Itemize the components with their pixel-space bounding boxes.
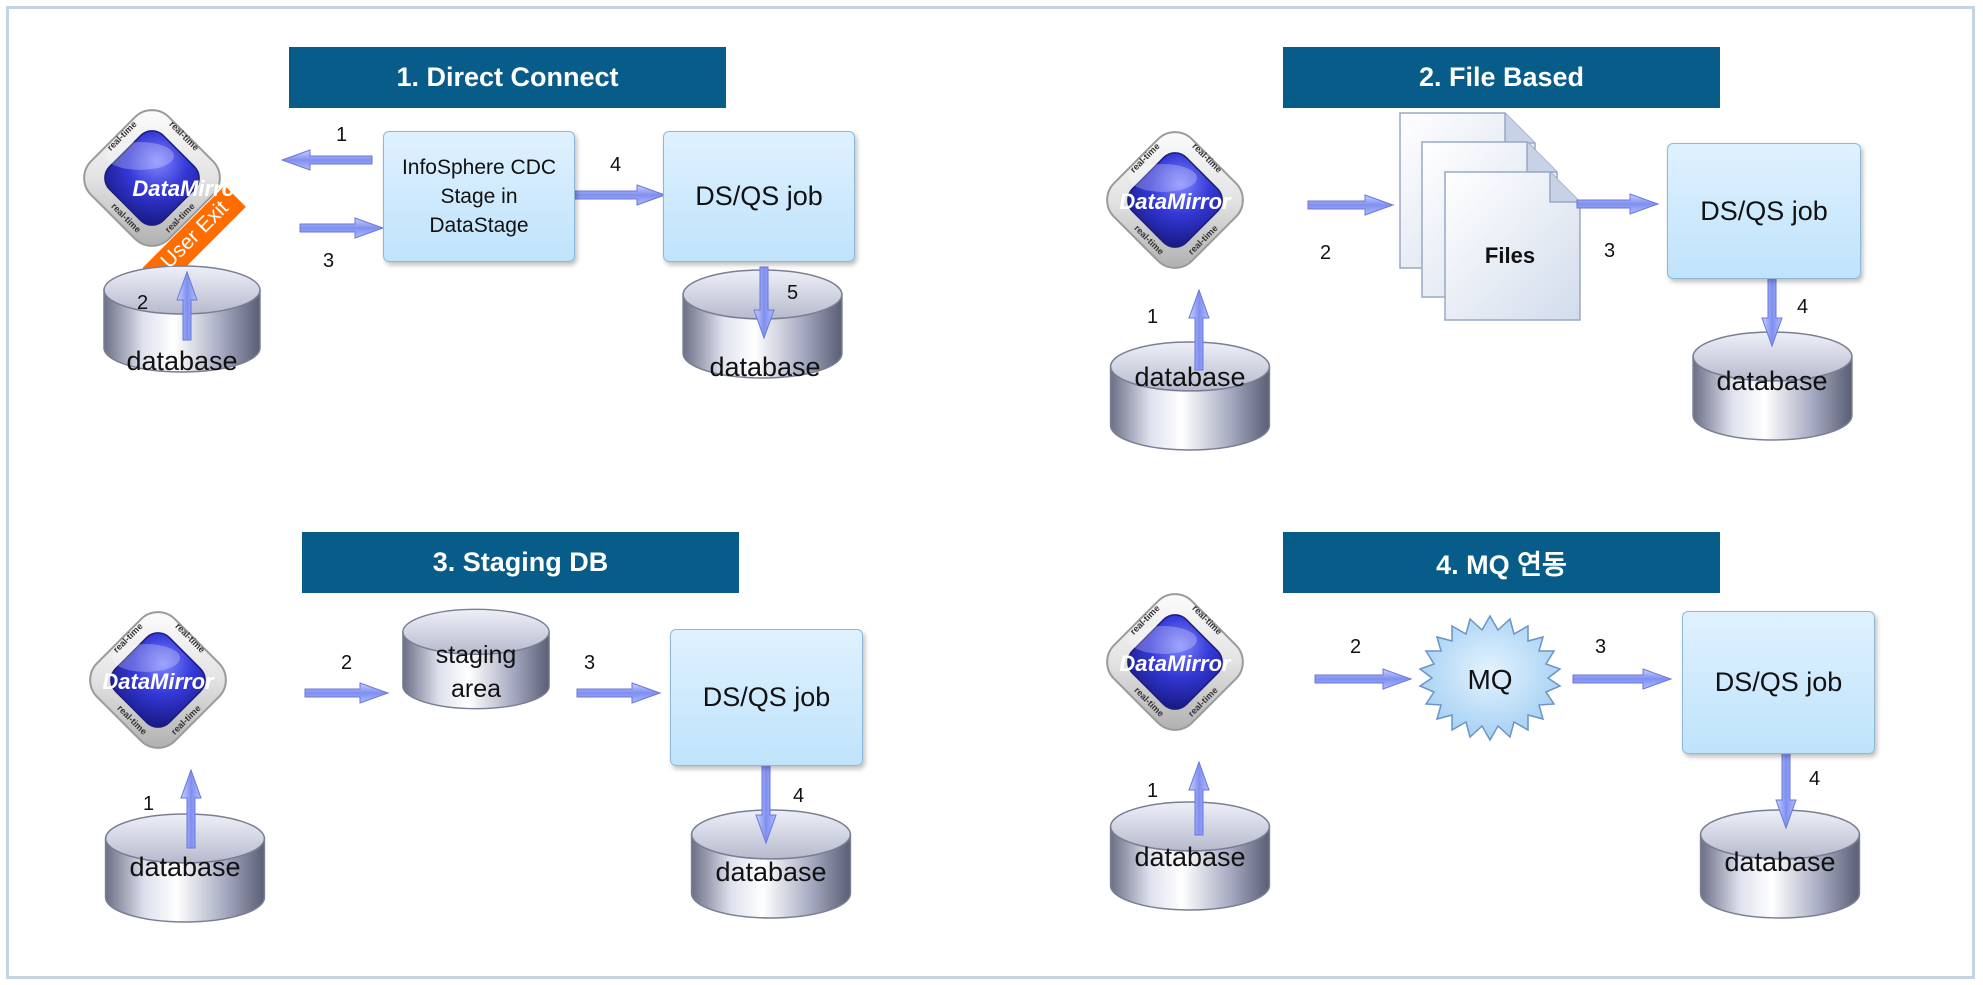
panel-2-title: 2. File Based xyxy=(1283,47,1720,108)
ds-qs-job-box-3: DS/QS job xyxy=(670,629,863,766)
source-db-label-2: database xyxy=(1134,362,1246,392)
arrow-4-2 xyxy=(1314,668,1413,690)
arrow-2-2 xyxy=(1307,194,1395,216)
datamirror-logo-text-4: DataMirror xyxy=(1119,651,1231,676)
arrow-3-1 xyxy=(180,768,202,849)
panel-3-graphics xyxy=(79,601,852,923)
arrow-4-1 xyxy=(1188,760,1210,836)
step-4-label: 4 xyxy=(793,785,805,807)
files-label: Files xyxy=(1484,243,1536,268)
files-stack xyxy=(1399,112,1581,321)
step-1-label: 1 xyxy=(143,793,155,815)
target-db-label-2: database xyxy=(1716,366,1828,396)
source-db-label-4: database xyxy=(1134,842,1246,872)
arrow-1-1 xyxy=(280,149,373,171)
arrow-1-5 xyxy=(753,266,775,340)
staging-area-label: staging area xyxy=(435,641,517,703)
step-5-label: 5 xyxy=(787,282,799,304)
step-3-label: 3 xyxy=(584,652,596,674)
panel-1-graphics xyxy=(73,99,843,379)
mq-burst xyxy=(1418,614,1562,742)
panel-2-graphics xyxy=(1096,112,1853,451)
target-db-label-4: database xyxy=(1724,847,1836,877)
diagram-frame xyxy=(6,6,1975,979)
arrow-3-4 xyxy=(755,764,777,845)
datamirror-logo-text-3: DataMirror xyxy=(102,669,214,694)
step-2-label: 2 xyxy=(341,652,353,674)
arrow-2-4 xyxy=(1761,277,1783,348)
ds-qs-job-box-1: DS/QS job xyxy=(663,131,855,262)
arrow-4-4 xyxy=(1775,751,1797,830)
user-exit-tag xyxy=(142,185,246,289)
step-2-label: 2 xyxy=(137,292,149,314)
step-1-label: 1 xyxy=(336,124,348,146)
target-db-label-1: database xyxy=(709,352,821,382)
arrow-1-2 xyxy=(176,270,198,341)
arrow-2-1 xyxy=(1188,288,1210,371)
step-4-label: 4 xyxy=(1797,296,1809,318)
step-2-label: 2 xyxy=(1350,636,1362,658)
source-db-label-3: database xyxy=(129,852,241,882)
arrow-3-2 xyxy=(304,682,390,704)
source-database-2 xyxy=(1109,341,1271,451)
mq-label: MQ xyxy=(1467,664,1513,695)
ds-qs-job-box-4: DS/QS job xyxy=(1682,611,1875,754)
arrow-1-3 xyxy=(299,217,385,239)
target-db-label-3: database xyxy=(715,857,827,887)
panel-4-graphics xyxy=(1096,583,1861,919)
panel-1-title: 1. Direct Connect xyxy=(289,47,726,108)
source-db-label-1: database xyxy=(126,346,238,376)
step-4-label: 4 xyxy=(1809,768,1821,790)
arrow-2-3 xyxy=(1576,193,1660,215)
ds-qs-job-box-2: DS/QS job xyxy=(1667,143,1861,279)
step-4-label: 4 xyxy=(610,154,622,176)
arrow-4-3 xyxy=(1572,668,1673,690)
step-3-label: 3 xyxy=(323,250,335,272)
arrow-1-4 xyxy=(574,184,667,206)
step-1-label: 1 xyxy=(1147,306,1159,328)
panel-4-title: 4. MQ 연동 xyxy=(1283,532,1720,593)
datamirror-logo-text-1: DataMirror xyxy=(132,176,244,201)
step-3-label: 3 xyxy=(1595,636,1607,658)
step-1-label: 1 xyxy=(1147,780,1159,802)
arrow-3-3 xyxy=(576,682,662,704)
datamirror-logo-text-2: DataMirror xyxy=(1119,189,1231,214)
cdc-stage-box: InfoSphere CDC Stage in DataStage xyxy=(383,131,575,262)
step-3-label: 3 xyxy=(1604,240,1616,262)
step-2-label: 2 xyxy=(1320,242,1332,264)
panel-3-title: 3. Staging DB xyxy=(302,532,739,593)
